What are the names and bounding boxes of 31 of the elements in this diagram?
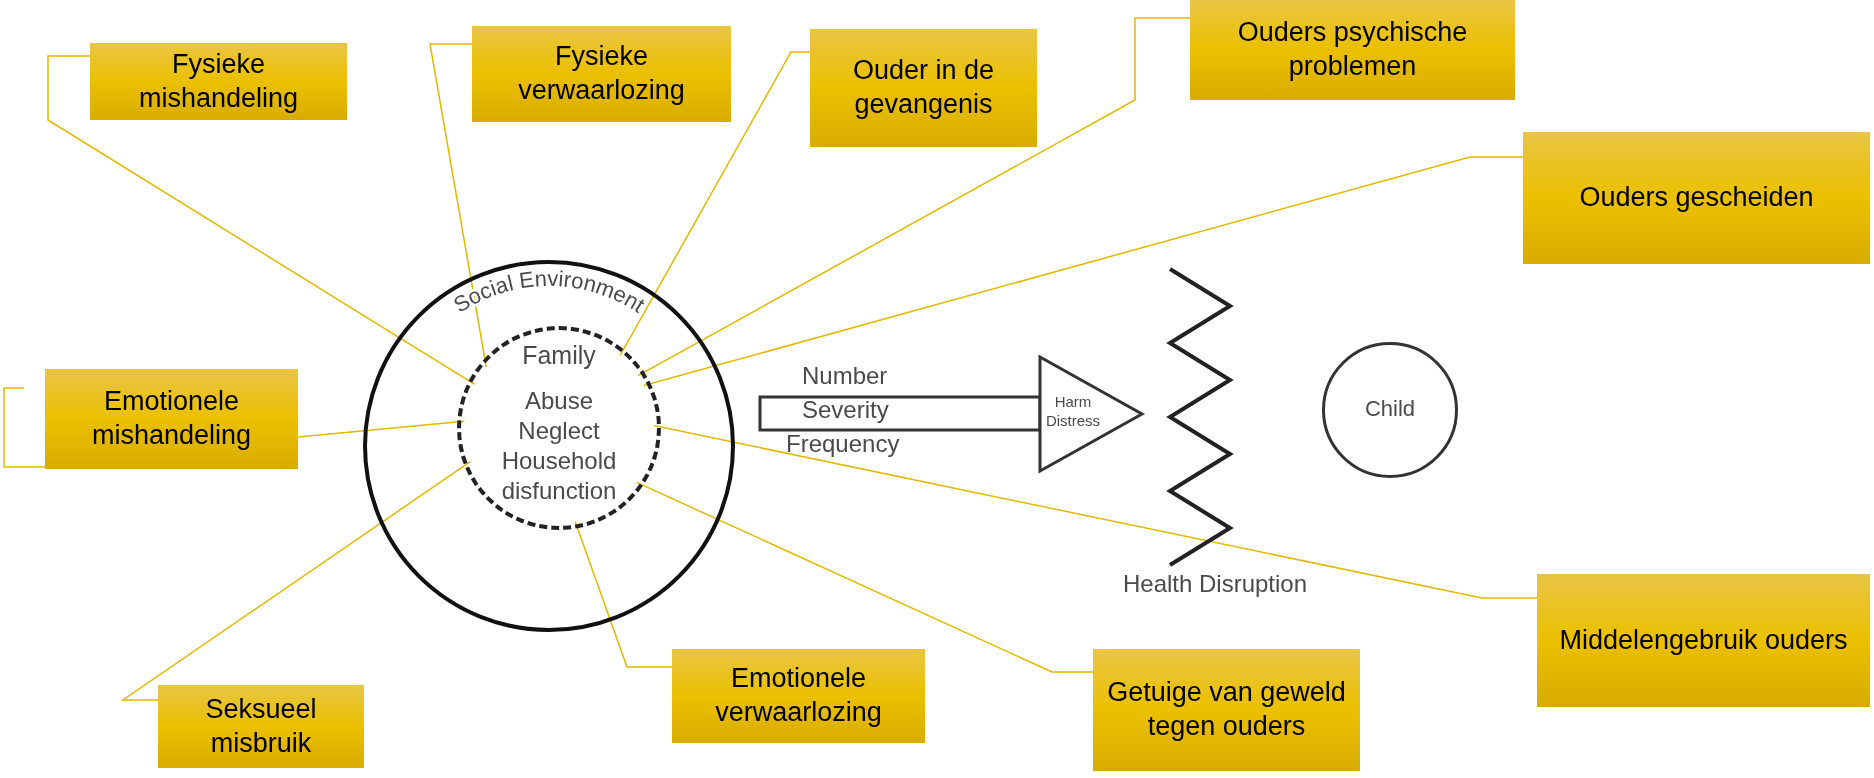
callout-box: Fysieke mishandeling bbox=[90, 43, 347, 120]
leader-line bbox=[47, 55, 476, 386]
arrow-text: Harm Distress bbox=[1044, 393, 1102, 431]
barrier-label: Health Disruption bbox=[1121, 569, 1309, 599]
family-circle bbox=[457, 326, 661, 530]
leader-line bbox=[635, 481, 1094, 673]
leader-line bbox=[619, 51, 811, 357]
circle-title: Family bbox=[521, 340, 597, 371]
callout-box: Emotionele mishandeling bbox=[45, 369, 298, 469]
leader-line bbox=[574, 520, 673, 668]
leader-line bbox=[637, 17, 1191, 377]
leader-line bbox=[120, 460, 472, 701]
callout-box: Ouders gescheiden bbox=[1523, 132, 1870, 264]
arrow-label: Frequency bbox=[786, 429, 900, 459]
callout-box: Fysieke verwaarlozing bbox=[472, 26, 731, 122]
child-circle bbox=[1322, 342, 1458, 478]
social-environment-circle bbox=[363, 260, 735, 632]
factor-list: Abuse Neglect Household disfunction bbox=[481, 386, 637, 506]
callout-box: Emotionele verwaarlozing bbox=[672, 649, 925, 743]
arrow-label: Severity bbox=[802, 395, 889, 425]
callout-box: Ouder in de gevangenis bbox=[810, 29, 1037, 147]
leader-line bbox=[429, 43, 488, 368]
leader-line bbox=[643, 156, 1524, 387]
callout-box: Getuige van geweld tegen ouders bbox=[1093, 649, 1360, 771]
circle-label: Child bbox=[1363, 395, 1417, 423]
callout-box: Seksueel misbruik bbox=[158, 685, 364, 768]
arrow-label: Number bbox=[802, 361, 888, 391]
leader-line bbox=[297, 420, 466, 438]
leader-line bbox=[653, 424, 1538, 599]
callout-box: Middelengebruik ouders bbox=[1537, 574, 1870, 707]
callout-box: Ouders psychische problemen bbox=[1190, 0, 1515, 100]
